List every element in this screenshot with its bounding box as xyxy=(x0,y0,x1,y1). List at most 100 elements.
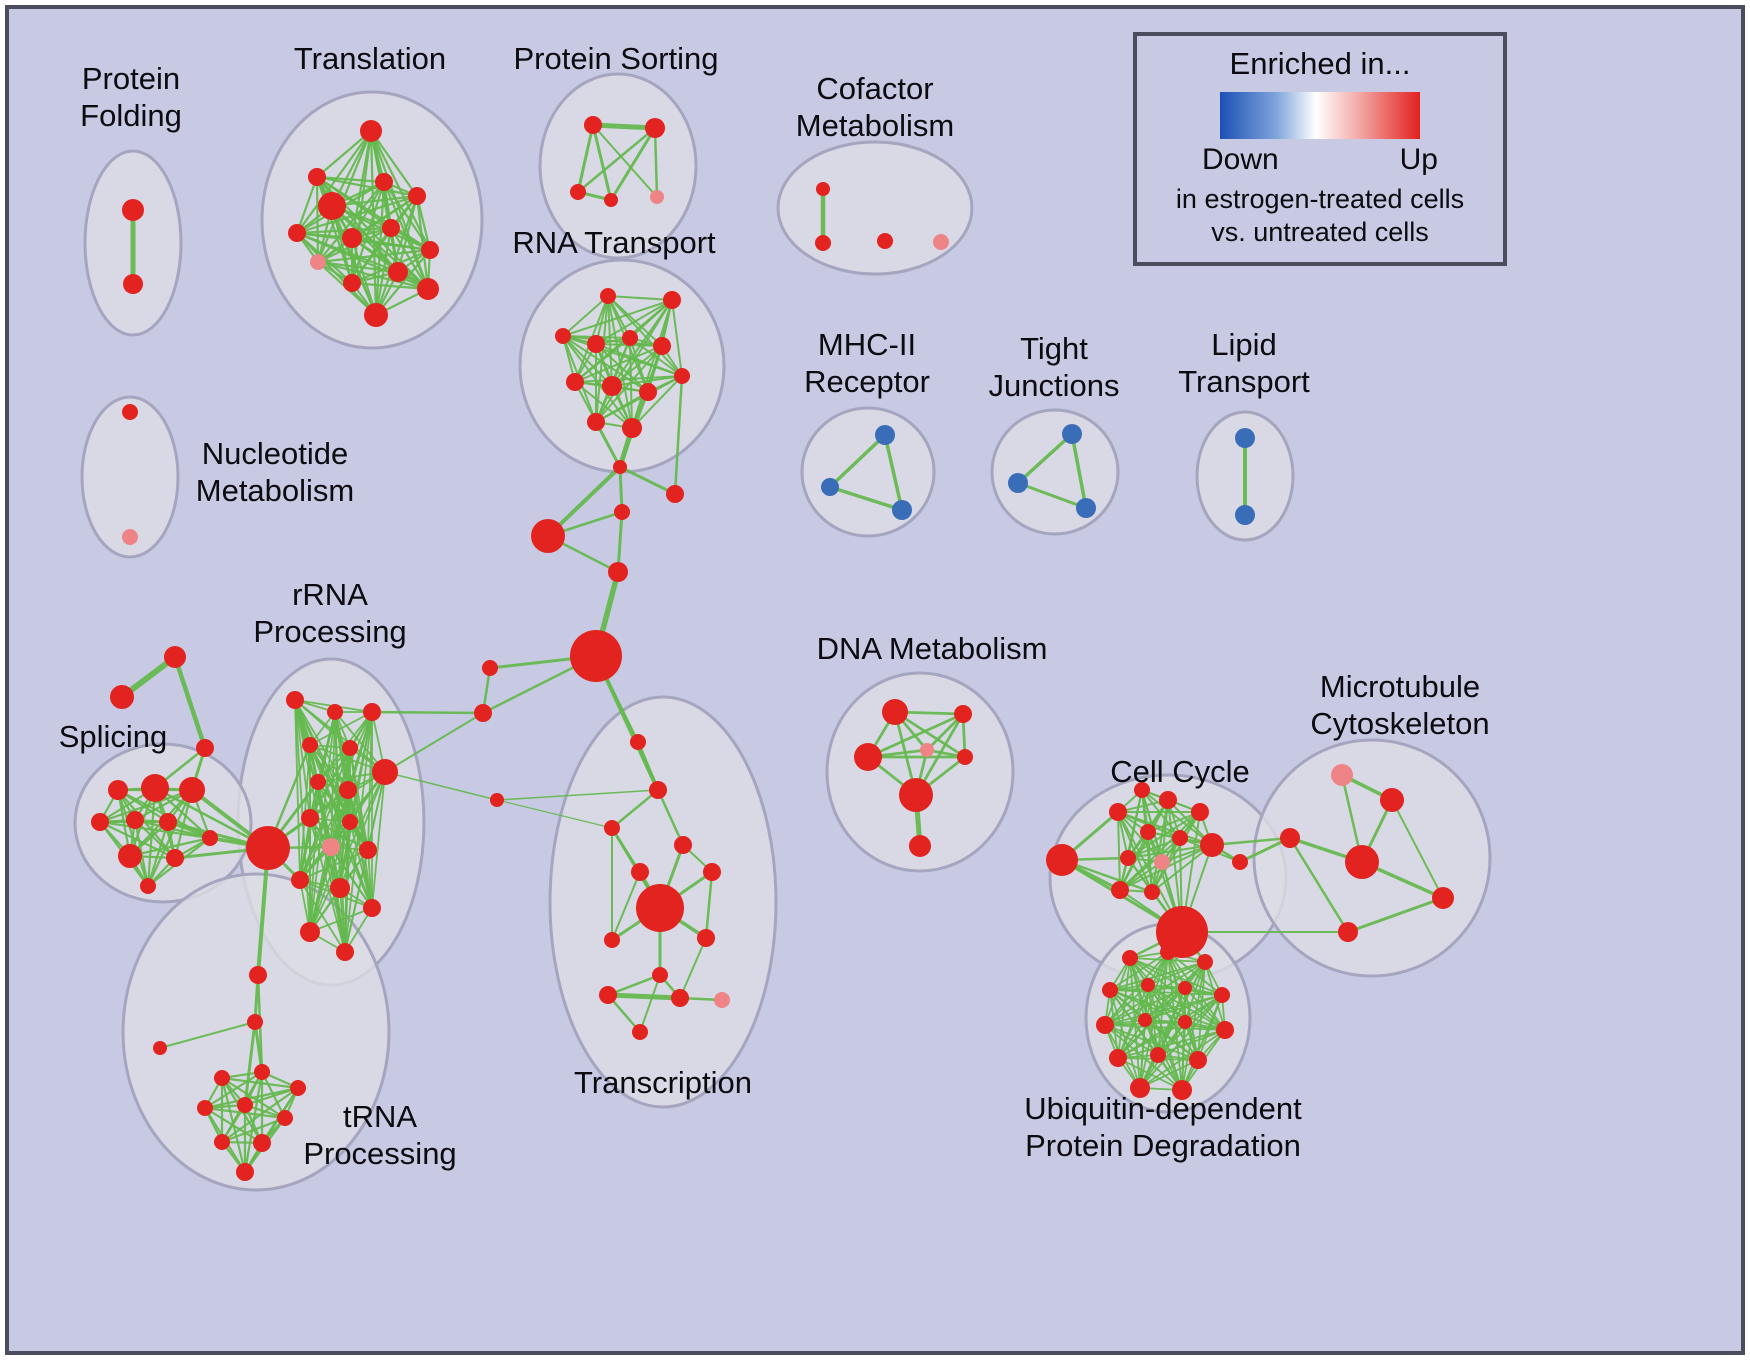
gene-set-node xyxy=(1138,1013,1152,1027)
edge xyxy=(349,821,373,909)
gene-set-node xyxy=(1214,987,1230,1003)
gene-set-node xyxy=(342,228,362,248)
edge xyxy=(618,465,677,496)
edge xyxy=(1016,432,1074,485)
gene-set-node xyxy=(602,376,622,396)
gene-set-node xyxy=(899,778,933,812)
gene-set-node xyxy=(140,878,156,894)
gene-set-node xyxy=(714,992,730,1008)
gene-set-node xyxy=(1130,1078,1150,1098)
edge xyxy=(496,789,659,801)
gene-set-node xyxy=(290,1080,306,1096)
edge xyxy=(220,1116,287,1144)
edge xyxy=(679,937,707,999)
gene-set-node xyxy=(531,519,565,553)
edge xyxy=(374,226,393,317)
edge xyxy=(309,821,351,933)
edge xyxy=(1139,987,1186,1089)
gene-set-node xyxy=(417,278,439,300)
gene-set-node xyxy=(1200,833,1224,857)
gene-set-node xyxy=(141,774,169,802)
edge xyxy=(371,771,386,909)
edge xyxy=(98,820,177,860)
mhc-ii-receptor-ellipse xyxy=(800,406,936,538)
edge xyxy=(1127,837,1181,859)
gene-set-node xyxy=(1235,505,1255,525)
edge xyxy=(203,1070,264,1110)
edge xyxy=(374,180,386,317)
gene-set-node xyxy=(342,740,358,756)
edge xyxy=(562,299,673,337)
edge xyxy=(576,126,657,194)
edge xyxy=(1117,1029,1226,1059)
gene-set-node xyxy=(1189,1051,1207,1069)
edge xyxy=(1117,811,1153,893)
edge xyxy=(384,771,498,801)
edge xyxy=(1141,789,1213,846)
gene-set-node xyxy=(815,235,831,251)
gene-set-node xyxy=(236,1163,254,1181)
edge xyxy=(415,194,430,291)
edge xyxy=(1104,1024,1199,1061)
gene-set-node xyxy=(570,630,622,682)
edge xyxy=(562,295,609,337)
gene-set-node xyxy=(1159,791,1177,809)
edge xyxy=(590,122,658,131)
gene-set-node xyxy=(1144,884,1160,900)
edge xyxy=(1104,984,1149,1026)
gene-set-node xyxy=(247,1014,263,1030)
gene-set-node xyxy=(1338,922,1358,942)
rna-transport-ellipse xyxy=(518,258,726,474)
nucleotide-metabolism-ellipse xyxy=(80,395,180,559)
gene-set-node xyxy=(336,943,354,961)
edge xyxy=(1070,432,1088,510)
edge xyxy=(595,299,673,423)
gene-set-node xyxy=(1432,887,1454,909)
edge xyxy=(369,129,419,198)
edge xyxy=(1109,989,1223,996)
edge xyxy=(330,129,373,208)
gene-set-node xyxy=(359,841,377,859)
gene-set-node xyxy=(1197,954,1213,970)
gene-set-node xyxy=(1111,881,1129,899)
gene-set-node xyxy=(632,1024,648,1040)
gene-set-node xyxy=(214,1134,230,1150)
edge xyxy=(98,788,194,824)
gene-set-node xyxy=(1008,473,1028,493)
edge xyxy=(128,836,212,858)
gene-set-node xyxy=(1380,788,1404,812)
edge xyxy=(1144,961,1206,1021)
gene-set-node xyxy=(614,504,630,520)
gene-set-node xyxy=(363,899,381,917)
gene-set-node xyxy=(566,373,584,391)
gene-set-node xyxy=(882,699,908,725)
gene-set-node xyxy=(622,330,638,346)
gene-set-node xyxy=(892,500,912,520)
gene-set-node xyxy=(674,836,692,854)
gene-set-node xyxy=(343,274,361,292)
edge xyxy=(344,849,369,953)
gene-set-node xyxy=(342,814,358,830)
gene-set-node xyxy=(1102,982,1118,998)
edge xyxy=(1104,961,1206,1026)
edge xyxy=(350,236,378,317)
gene-set-node xyxy=(122,404,138,420)
gene-set-node xyxy=(327,704,343,720)
edge xyxy=(610,788,660,830)
gene-set-node xyxy=(639,383,657,401)
gene-set-node xyxy=(122,199,144,221)
edge xyxy=(295,194,419,235)
legend-caption-line2: vs. untreated cells xyxy=(1211,217,1429,247)
edge xyxy=(1119,837,1181,891)
edge xyxy=(611,871,641,941)
gene-set-node xyxy=(649,781,667,799)
edge xyxy=(172,654,208,751)
edge xyxy=(1109,951,1169,991)
gene-set-node xyxy=(645,118,665,138)
gene-set-node xyxy=(608,562,628,582)
legend-down-label: Down xyxy=(1202,143,1279,176)
gene-set-node xyxy=(877,233,893,249)
edge xyxy=(159,1021,256,1049)
